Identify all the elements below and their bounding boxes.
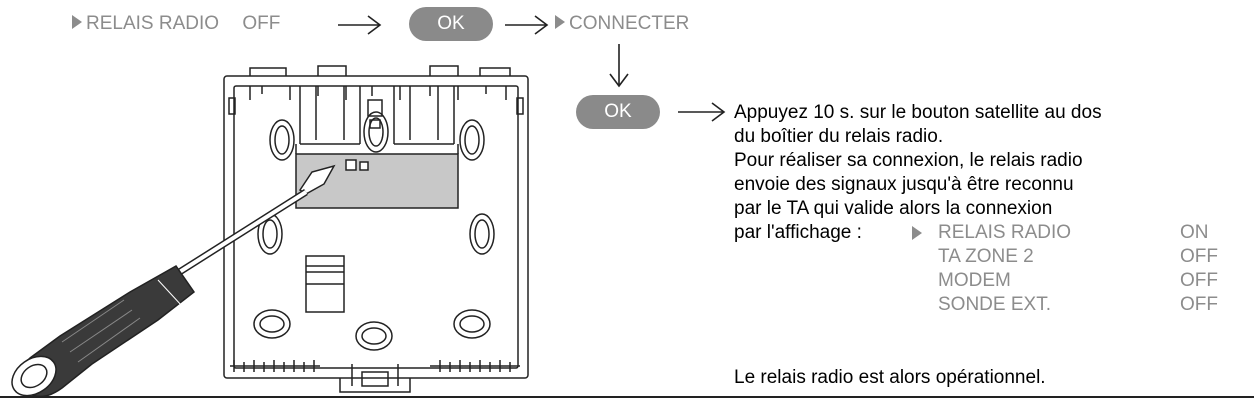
relay-back-plate-illustration bbox=[11, 65, 529, 396]
menu-row-value: OFF bbox=[1180, 270, 1218, 291]
instruction-line: du boîtier du relais radio. bbox=[734, 126, 944, 147]
ok-button-top: OK bbox=[409, 7, 493, 41]
conclusion-text: Le relais radio est alors opérationnel. bbox=[734, 367, 1046, 388]
arrow-down-icon bbox=[609, 44, 629, 88]
step-relais-radio-off: RELAIS RADIO OFF bbox=[72, 13, 280, 35]
step1-label: RELAIS RADIO bbox=[86, 13, 220, 34]
instructions-text: Appuyez 10 s. sur le bouton satellite au… bbox=[734, 101, 1102, 245]
step-connecter: CONNECTER bbox=[555, 13, 689, 35]
menu-row: TA ZONE 2 OFF bbox=[918, 245, 1254, 269]
menu-row: RELAIS RADIO ON bbox=[912, 221, 1254, 245]
selection-triangle-icon bbox=[72, 14, 82, 29]
menu-row-value: OFF bbox=[1180, 294, 1218, 315]
menu-row-value: ON bbox=[1180, 222, 1209, 243]
display-menu: RELAIS RADIO ON TA ZONE 2 OFF MODEM OFF … bbox=[912, 221, 1254, 317]
back-plate-icon bbox=[223, 65, 529, 393]
menu-row-label: RELAIS RADIO bbox=[938, 222, 1072, 243]
instruction-line: Appuyez 10 s. sur le bouton satellite au… bbox=[734, 102, 1102, 123]
menu-row-label: MODEM bbox=[938, 270, 1011, 291]
arrow-right-icon bbox=[338, 15, 382, 35]
instruction-line: par le TA qui valide alors la connexion bbox=[734, 198, 1053, 219]
menu-row: MODEM OFF bbox=[918, 269, 1254, 293]
menu-row-value: OFF bbox=[1180, 246, 1218, 267]
menu-row-label: SONDE EXT. bbox=[938, 294, 1051, 315]
selection-triangle-icon bbox=[912, 226, 922, 240]
ok-button-second: OK bbox=[576, 95, 660, 129]
menu-row-label: TA ZONE 2 bbox=[938, 246, 1034, 267]
bottom-divider bbox=[0, 396, 1254, 398]
arrow-right-icon bbox=[678, 102, 726, 122]
arrow-right-icon bbox=[505, 15, 549, 35]
step2-label: CONNECTER bbox=[569, 13, 690, 34]
step1-value: OFF bbox=[242, 13, 281, 34]
instruction-line: envoie des signaux jusqu'à être reconnu bbox=[734, 174, 1074, 195]
instruction-line: Pour réaliser sa connexion, le relais ra… bbox=[734, 150, 1083, 171]
screwdriver-icon bbox=[11, 164, 336, 396]
menu-row: SONDE EXT. OFF bbox=[918, 293, 1254, 317]
instruction-line: par l'affichage : bbox=[734, 222, 862, 243]
selection-triangle-icon bbox=[555, 14, 565, 29]
